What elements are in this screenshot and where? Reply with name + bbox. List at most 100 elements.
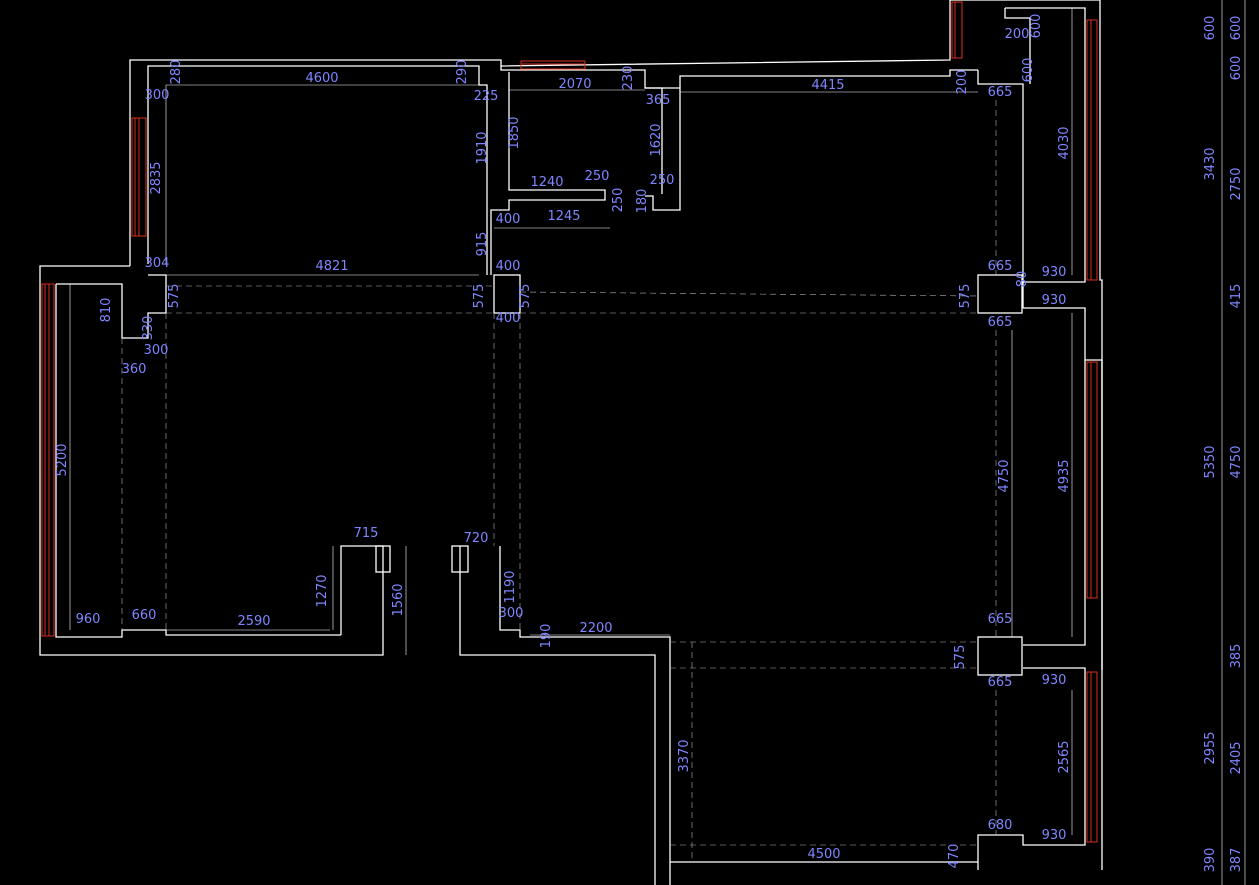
dim-label: 665 xyxy=(988,315,1013,330)
dim-label: 575 xyxy=(958,284,973,309)
dim-label: 2590 xyxy=(237,614,270,629)
dim-label: 1620 xyxy=(649,123,664,156)
wall-pillar-c xyxy=(977,274,1023,314)
wall-pillar-e xyxy=(451,545,469,573)
dim-label: 575 xyxy=(167,284,182,309)
dim-label: 385 xyxy=(1229,644,1244,669)
wall-right-notch xyxy=(977,70,1024,282)
dim-label: 4415 xyxy=(811,78,844,93)
wall-pillar-d xyxy=(977,636,1023,676)
dim-label: 600 xyxy=(1203,16,1218,41)
wall-right-mid xyxy=(1023,307,1086,646)
dim-label: 930 xyxy=(1042,673,1067,688)
wall-lower-center xyxy=(459,546,656,885)
dim-label: 2835 xyxy=(149,161,164,194)
dim-label: 2955 xyxy=(1203,731,1218,764)
dim-label: 930 xyxy=(1042,828,1067,843)
dim-label: 715 xyxy=(354,526,379,541)
beam-lines xyxy=(121,100,997,862)
dim-label: 1560 xyxy=(391,583,406,616)
dim-label: 665 xyxy=(988,259,1013,274)
dim-label: 4750 xyxy=(1229,445,1244,478)
wall-pillar-b xyxy=(493,274,521,314)
dim-label: 190 xyxy=(539,624,554,649)
walls xyxy=(39,0,1103,885)
dim-label: 2750 xyxy=(1229,167,1244,200)
dim-label: 3370 xyxy=(677,739,692,772)
dim-label: 600 xyxy=(1021,58,1036,83)
wall-inner-right xyxy=(1005,7,1086,308)
dim-label: 4821 xyxy=(315,259,348,274)
dim-label: 575 xyxy=(518,284,533,309)
wall-inner-left xyxy=(55,284,341,638)
window-right-bedroom xyxy=(1086,19,1098,281)
wall-outer-top-left xyxy=(129,0,951,266)
dim-label: 915 xyxy=(475,232,490,257)
dim-label: 250 xyxy=(650,173,675,188)
dim-label: 4030 xyxy=(1057,126,1072,159)
dim-label: 280 xyxy=(169,60,184,85)
dim-label: 1190 xyxy=(503,570,518,603)
dim-label: 200 xyxy=(1005,27,1030,42)
dim-label: 720 xyxy=(464,531,489,546)
dim-label: 225 xyxy=(474,89,499,104)
wall-lower-center-inner xyxy=(499,546,671,885)
dim-label: 290 xyxy=(455,60,470,85)
dim-label: 80 xyxy=(1015,271,1030,288)
wall-bath-inner xyxy=(490,72,606,275)
dim-label: 300 xyxy=(144,343,169,358)
dim-label: 4935 xyxy=(1057,459,1072,492)
dim-label: 1245 xyxy=(547,209,580,224)
wall-outer-right xyxy=(950,0,1103,870)
dim-label: 300 xyxy=(145,88,170,103)
wall-right-corner xyxy=(1085,359,1103,670)
dim-label: 4500 xyxy=(807,847,840,862)
window-right-lower xyxy=(1086,671,1098,843)
dim-label: 2565 xyxy=(1057,740,1072,773)
dim-label: 665 xyxy=(988,612,1013,627)
dim-label: 2405 xyxy=(1229,741,1244,774)
dim-label: 365 xyxy=(646,93,671,108)
window-right-top xyxy=(951,1,963,59)
dim-label: 470 xyxy=(947,844,962,869)
window-right-living xyxy=(1086,361,1098,599)
dim-label: 250 xyxy=(585,169,610,184)
dim-label: 390 xyxy=(1203,848,1218,873)
dim-label: 5200 xyxy=(55,443,70,476)
wall-inner-top-left xyxy=(147,65,488,275)
dim-label: 5350 xyxy=(1203,445,1218,478)
dimension-labels: 280 4600 290 300 225 2835 1910 2070 230 … xyxy=(55,14,1244,873)
dim-label: 4600 xyxy=(305,71,338,86)
dim-label: 330 xyxy=(141,316,156,341)
wall-column-left xyxy=(56,274,167,339)
dim-label: 1910 xyxy=(475,131,490,164)
dim-label: 575 xyxy=(953,645,968,670)
dim-label: 360 xyxy=(122,362,147,377)
wall-right-notch2 xyxy=(1004,8,1031,84)
wall-bath-inner2 xyxy=(645,87,663,194)
dim-label: 387 xyxy=(1229,848,1244,873)
dim-label: 1270 xyxy=(315,574,330,607)
window-bath-top xyxy=(520,60,586,70)
dim-label: 230 xyxy=(621,66,636,91)
dim-label: 680 xyxy=(988,818,1013,833)
dim-label: 930 xyxy=(1042,293,1067,308)
dim-label: 400 xyxy=(496,259,521,274)
dim-label: 575 xyxy=(472,284,487,309)
dim-label: 600 xyxy=(1229,56,1244,81)
dim-label: 304 xyxy=(145,256,170,271)
dim-label: 665 xyxy=(988,85,1013,100)
dim-label: 930 xyxy=(1042,265,1067,280)
window-left-living xyxy=(41,283,55,637)
dim-label: 665 xyxy=(988,675,1013,690)
dim-label: 4750 xyxy=(997,459,1012,492)
dim-label: 250 xyxy=(611,188,626,213)
dim-label: 960 xyxy=(76,612,101,627)
dim-label: 2070 xyxy=(558,77,591,92)
dim-label: 600 xyxy=(1229,16,1244,41)
windows xyxy=(41,1,1098,843)
dim-label: 3430 xyxy=(1203,147,1218,180)
wall-right-lower xyxy=(977,667,1086,870)
